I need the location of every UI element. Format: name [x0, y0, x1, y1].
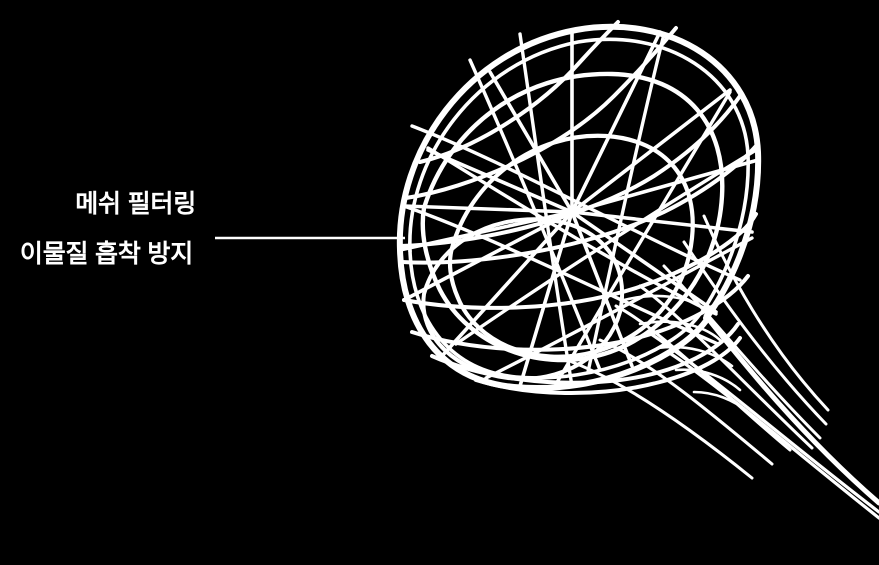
mesh-ring-3 — [421, 217, 625, 381]
neck-net-cells — [622, 294, 750, 414]
callout-label: 메쉬 필터링 이물질 흡착 방지 — [0, 190, 215, 269]
mesh-wireframe — [396, 20, 879, 520]
mesh-ring-1 — [420, 71, 725, 363]
neck-converging-lines — [570, 214, 830, 480]
callout-line-2: 이물질 흡착 방지 — [19, 240, 193, 268]
callout-line-1: 메쉬 필터링 — [75, 190, 196, 218]
funnel-tail — [703, 313, 879, 506]
